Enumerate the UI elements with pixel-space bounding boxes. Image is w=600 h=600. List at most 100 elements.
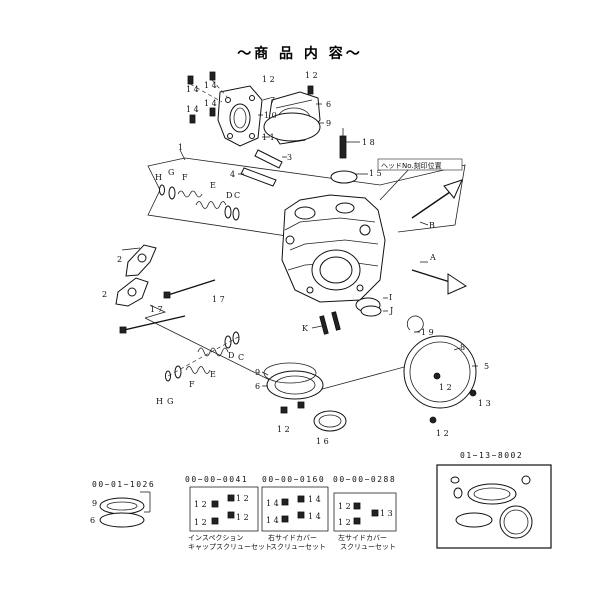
kit-4-label-c: 1 2 [338, 518, 351, 527]
kit-3-label-c: 1 4 [266, 516, 279, 525]
label-F2: F [189, 380, 195, 389]
kit-2-label-b: 1 2 [236, 494, 249, 503]
kit-1-part-no: 00−01−1026 [92, 480, 155, 489]
label-8: 8 [460, 343, 465, 352]
kit-4-screws [353, 502, 379, 525]
rocker-shafts [119, 279, 216, 334]
kit-4-box [333, 492, 397, 532]
label-11: 1 1 [262, 133, 275, 142]
label-14a: 1 4 [186, 85, 199, 94]
label-12e: 1 2 [277, 425, 290, 434]
kit-5-box [436, 464, 552, 549]
plane-outline-corner [144, 304, 167, 319]
kit-4-part-no: 00−00−0288 [333, 475, 396, 484]
valve-b [411, 179, 463, 219]
gasket-15 [330, 170, 358, 184]
label-3: 3 [287, 153, 292, 162]
cam-cover-right [263, 91, 321, 145]
kit-2-label-a: 1 2 [194, 500, 207, 509]
kit-1-label-6: 6 [90, 516, 95, 525]
kit-2-box [189, 486, 259, 532]
label-D2: D [228, 351, 234, 360]
kit-5-part-no: 01−13−8002 [460, 451, 523, 460]
kit-5-gaskets [450, 475, 533, 539]
kit-1-gaskets [99, 491, 151, 528]
stud-18 [339, 128, 347, 159]
kit-3-label-a: 1 4 [266, 499, 279, 508]
rocker-arm-lower [115, 277, 149, 307]
kit-3-part-no: 00−00−0160 [262, 475, 325, 484]
label-H2: H [156, 397, 163, 406]
page-title: 〜商 品 内 容〜 [237, 45, 363, 62]
part-labels: 1 2 2 3 4 5 6 6 7 8 9 9 1 0 1 1 1 2 1 2 … [102, 71, 491, 446]
kit-3-caption-2: スクリューセット [270, 543, 326, 551]
label-6b: 6 [255, 382, 260, 391]
label-14d: 1 4 [204, 99, 217, 108]
valve-spring-upper [159, 184, 240, 221]
label-19: 1 9 [421, 328, 434, 337]
label-18: 1 8 [362, 138, 375, 147]
label-9a: 9 [326, 119, 331, 128]
oil-pipes [240, 149, 283, 187]
label-2a: 2 [117, 255, 122, 264]
label-12b: 1 2 [305, 71, 318, 80]
label-14c: 1 4 [186, 105, 199, 114]
oring-j [360, 305, 382, 317]
valve-a [411, 269, 468, 295]
leader-lines [179, 97, 478, 387]
label-2b: 2 [102, 290, 107, 299]
label-E2: E [210, 370, 216, 379]
gasket-16 [313, 410, 347, 432]
label-10: 1 0 [264, 111, 277, 120]
label-1: 1 [178, 143, 183, 152]
label-7: 7 [270, 96, 275, 105]
label-16: 1 6 [316, 437, 329, 446]
kit-2-screws [211, 494, 235, 525]
label-K: K [302, 324, 309, 333]
kit-4-label-b: 1 3 [380, 509, 393, 518]
cylinder-head [281, 194, 386, 303]
label-H1: H [155, 173, 162, 182]
label-F1: F [182, 173, 188, 182]
label-G2: G [167, 397, 173, 406]
label-I: I [389, 293, 392, 302]
label-12a: 1 2 [262, 75, 275, 84]
kit-2-label-d: 1 2 [236, 513, 249, 522]
kit-2-caption-1: インスペクション [188, 534, 243, 542]
valve-spring-lower [165, 331, 241, 382]
label-B: B [429, 221, 435, 230]
head-note: ヘッドNo.刻印位置 [381, 161, 442, 170]
label-12c: 1 2 [439, 383, 452, 392]
studs-k [319, 311, 341, 335]
inspection-cover [263, 362, 324, 414]
kit-3-box [261, 486, 329, 532]
label-D1: D [226, 191, 232, 200]
top-bolts [187, 71, 314, 124]
label-E1: E [210, 181, 216, 190]
side-cover-right [403, 335, 477, 424]
kit-3-screws [281, 495, 305, 523]
kit-3-caption-1: 右サイドカバー [268, 533, 317, 542]
kit-1-label-9: 9 [92, 499, 97, 508]
kit-4-caption-2: スクリューセット [340, 543, 396, 551]
rocker-arm-upper [121, 244, 157, 277]
circlip-19 [406, 315, 424, 333]
head-note-box [377, 158, 463, 171]
cam-cover-left [217, 85, 263, 147]
label-A: A [429, 253, 436, 262]
plane-outline-right [184, 157, 466, 233]
label-5: 5 [484, 362, 489, 371]
label-17a: 1 7 [212, 295, 225, 304]
label-C1: C [234, 191, 240, 200]
label-6a: 6 [326, 100, 331, 109]
label-J: J [389, 306, 393, 315]
kit-2-part-no: 00−00−0041 [185, 475, 248, 484]
label-15: 1 5 [369, 169, 382, 178]
label-9b: 9 [255, 368, 260, 377]
kit-4-caption-1: 左サイドカバー [338, 533, 387, 542]
label-G1: G [168, 168, 174, 177]
label-14b: 1 4 [204, 81, 217, 90]
label-13: 1 3 [478, 399, 491, 408]
kit-4-label-a: 1 2 [338, 502, 351, 511]
